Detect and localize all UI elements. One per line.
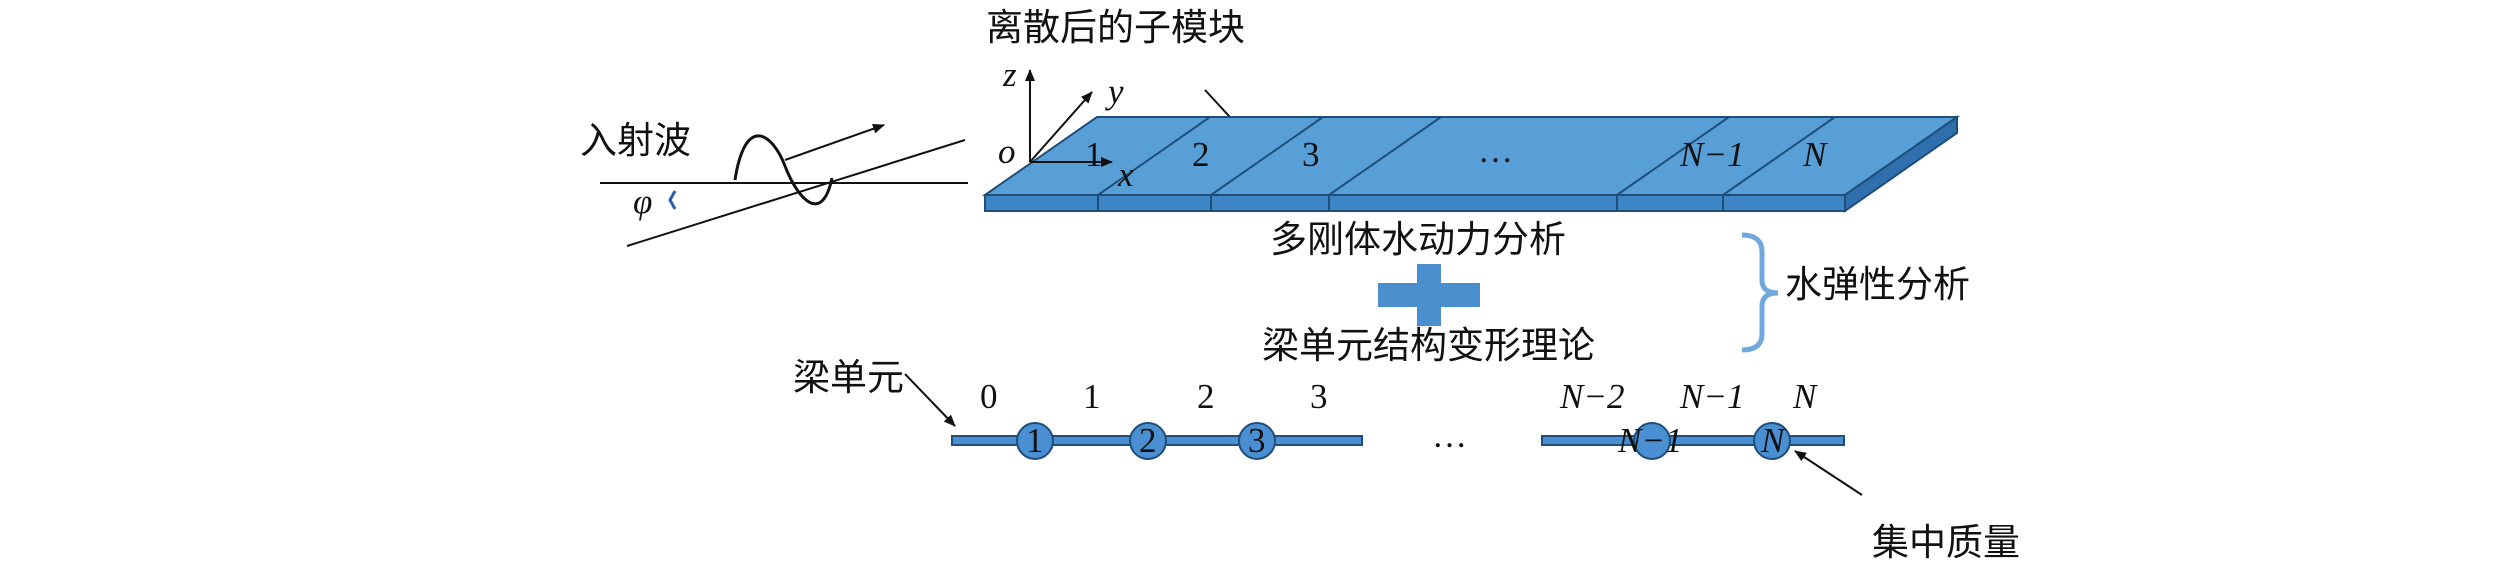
mass-node-n [1753,422,1791,460]
origin-label: o [998,132,1016,171]
y-axis [1029,91,1093,163]
brace-icon [1741,232,1779,353]
multi-body-label: 多刚体水动力分析 [1270,218,1566,261]
module-dividers [1097,116,1836,211]
mass-node-3 [1238,422,1276,460]
beam-pointer-arrow [904,373,956,427]
plus-vertical [1417,264,1441,326]
angle-arc-icon [668,190,677,210]
mass-label-3: 3 [1248,421,1266,460]
mass-node-2 [1129,422,1167,460]
mass-label-n-1: N−1 [1617,421,1682,460]
node-label-2: 2 [1197,377,1215,416]
z-axis-label: z [1002,55,1017,94]
beam-theory-label: 梁单元结构变形理论 [1262,324,1595,367]
phi-symbol: φ [633,182,652,221]
node-label-n-1: N−1 [1679,377,1744,416]
mass-node-n-1 [1633,422,1671,460]
discrete-modules-label: 离散后的子模块 [986,6,1245,49]
beam-segment-right [1541,435,1845,446]
plate-side [1844,115,1958,213]
wave-direction-line [626,139,966,247]
module-label-n-1: N−1 [1679,135,1744,174]
mass-label-1: 1 [1026,421,1044,460]
node-label-n: N [1792,377,1818,416]
mass-node-1 [1016,422,1054,460]
node-label-3: 3 [1310,377,1328,416]
lumped-mass-pointer-arrow [1794,450,1863,496]
mass-label-2: 2 [1139,421,1157,460]
incident-wave-label: 入射波 [580,119,691,162]
module-label-2: 2 [1192,135,1210,174]
node-label-n-2: N−2 [1559,377,1624,416]
mass-label-n: N [1760,421,1786,460]
beam-ellipsis: … [1432,416,1467,455]
beam-element-label: 梁单元 [793,356,904,399]
module-label-1: 1 [1085,135,1103,174]
module-label-n: N [1802,135,1828,174]
node-label-0: 0 [980,377,998,416]
plate-front [984,194,1846,212]
hydroelastic-label: 水弹性分析 [1785,263,1970,306]
wave-arrow [784,123,885,161]
module-label-ellipsis: … [1478,131,1513,170]
node-label-1: 1 [1083,377,1101,416]
x-axis-label: x [1117,155,1134,194]
module-label-3: 3 [1302,135,1320,174]
lumped-mass-label: 集中质量 [1872,521,2020,564]
y-axis-label: y [1105,72,1124,111]
wave-curve [733,134,834,206]
